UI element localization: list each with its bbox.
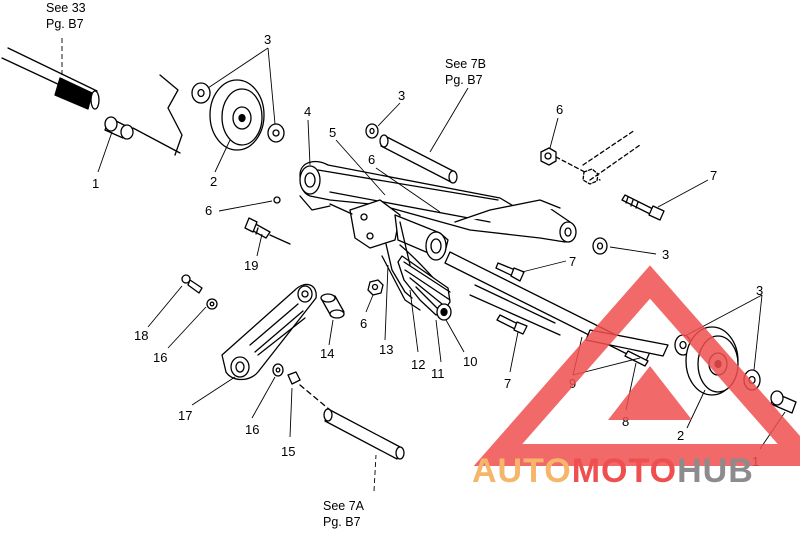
leader-lines: [61, 38, 786, 492]
part-1-bushing-right: [770, 390, 797, 414]
callout-13: 13: [379, 342, 393, 357]
part-19-bolt: [244, 217, 291, 245]
part-13-bracket: [381, 255, 421, 311]
callout-2: 2: [210, 174, 217, 189]
callout-7-lower: 7: [504, 376, 511, 391]
part-3-washer-mid: [592, 237, 608, 255]
callout-19: 19: [244, 258, 258, 273]
watermark: AUTOMOTOHUB: [472, 265, 800, 490]
callout-18: 18: [134, 328, 148, 343]
part-1-bushing: [104, 74, 183, 156]
callout-3: 3: [264, 32, 271, 47]
diagram-linework: [1, 47, 797, 460]
ref-see-7b-page: Pg. B7: [445, 73, 483, 87]
ref-see-33-page: Pg. B7: [46, 17, 84, 31]
part-6-nut-left: [273, 196, 281, 204]
callout-2-right: 2: [677, 428, 684, 443]
callout-3-right: 3: [756, 283, 763, 298]
part-16-washer-upper: [206, 298, 218, 310]
callout-5: 5: [329, 125, 336, 140]
watermark-auto: AUTO: [472, 452, 572, 490]
callout-16-lower: 16: [245, 422, 259, 437]
part-10-12-shock-assembly: [329, 199, 452, 321]
callout-17: 17: [178, 408, 192, 423]
part-6-nut-upper: [540, 147, 557, 166]
watermark-hub: HUB: [677, 452, 754, 490]
upper-rear-shaft-part: [379, 134, 458, 184]
ref-see-7a: See 7A: [323, 499, 365, 513]
part-3-washer-top: [365, 123, 379, 139]
ref-see-7b: See 7B: [445, 57, 486, 71]
part-3-washer-left-2: [267, 123, 285, 143]
callout-8: 8: [622, 414, 629, 429]
callout-4: 4: [304, 104, 311, 119]
part-15-clip: [287, 371, 301, 385]
part-16-washer-lower: [272, 363, 284, 377]
part-14-bushing: [320, 293, 345, 319]
callout-6-left: 6: [205, 203, 212, 218]
reference-notes: See 33 Pg. B7 See 7B Pg. B7 See 7A Pg. B…: [46, 1, 486, 529]
callout-16-upper: 16: [153, 350, 167, 365]
part-7-bolt-upper: [621, 194, 665, 221]
part-7-bolt-lower: [496, 314, 528, 335]
watermark-moto: MOTO: [572, 452, 677, 490]
upper-shaft-part: [1, 47, 100, 110]
callout-11: 11: [431, 366, 445, 381]
part-7-bolt-mid: [495, 262, 525, 282]
part-18-bolt: [181, 274, 203, 294]
ref-see-7a-page: Pg. B7: [323, 515, 361, 529]
callout-6-lower: 6: [360, 316, 367, 331]
part-6-nut-lower: [367, 279, 384, 296]
part-3-washer-left: [191, 82, 211, 104]
part-6-nut-small: [582, 168, 599, 185]
ref-see-33: See 33: [46, 1, 86, 15]
callout-10: 10: [463, 354, 477, 369]
callout-7-mid: 7: [569, 254, 576, 269]
callout-1: 1: [92, 176, 99, 191]
callout-12: 12: [411, 357, 425, 372]
callout-3-top: 3: [398, 88, 405, 103]
callout-14: 14: [320, 346, 334, 361]
part-4-upper-arm: [299, 161, 577, 243]
part-17-link-arm: [221, 283, 317, 381]
warning-triangle-icon: [473, 265, 800, 466]
callout-6-top-right: 6: [556, 102, 563, 117]
svg-text:AUTOMOTOHUB: AUTOMOTOHUB: [472, 452, 754, 490]
callout-7-upper: 7: [710, 168, 717, 183]
callout-15: 15: [281, 444, 295, 459]
callout-6: 6: [368, 152, 375, 167]
part-2-idler-wheel-left: [209, 79, 265, 151]
callout-3-mid-right: 3: [662, 247, 669, 262]
lower-front-shaft-part: [323, 408, 405, 460]
